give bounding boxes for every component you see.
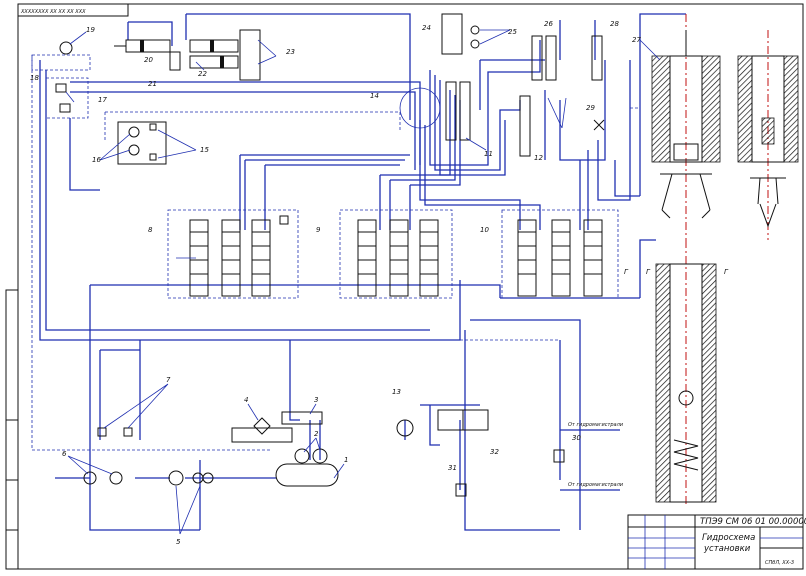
callout-13: 13 (392, 388, 401, 396)
callout-27: 27 (632, 36, 641, 44)
callout-30: 30 (572, 434, 581, 442)
callout-5: 5 (176, 538, 181, 546)
cylinder-section-bottom (655, 240, 717, 505)
stamp-top: ХХХХХХХХ ХХ ХХ ХХ ХХХ (20, 9, 86, 15)
valve-bank-8 (189, 215, 289, 297)
dashed-boundaries (31, 54, 640, 451)
cylinder-12 (519, 95, 531, 157)
callout-19: 19 (86, 26, 95, 34)
valve-bank-10-border (501, 209, 619, 299)
cylinder-20 (114, 39, 171, 53)
hydraulic-lines (39, 13, 686, 531)
callout-8: 8 (148, 226, 153, 234)
callout-22: 22 (198, 70, 207, 78)
pumps-2 (294, 448, 328, 464)
callout-6: 6 (62, 450, 67, 458)
distributor-32 (437, 409, 489, 431)
callout-11: 11 (484, 150, 493, 158)
pumps-6 (83, 471, 123, 485)
callout-29: 29 (586, 104, 595, 112)
cylinder-13 (445, 81, 471, 141)
callout-15: 15 (200, 146, 209, 154)
callout-12: 12 (534, 154, 543, 162)
distributor-21 (169, 51, 181, 71)
callout-4: 4 (244, 396, 248, 404)
valve-bank-9 (357, 219, 439, 297)
callout-26: 26 (544, 20, 553, 28)
section-arrow-left: Г (624, 268, 629, 276)
callout-25: 25 (508, 28, 517, 36)
callout-numbers: 1 2 3 4 5 6 7 8 9 10 11 12 13 14 15 16 1… (30, 20, 641, 546)
valve-bank-9-border (339, 209, 453, 299)
throttle-29 (593, 119, 605, 131)
motor-19 (59, 41, 73, 55)
callout-23: 23 (286, 48, 295, 56)
callout-18: 18 (30, 74, 39, 82)
accumulators-5 (168, 470, 214, 486)
title-line-1: Гидросхема (702, 533, 755, 543)
leader-lines (65, 29, 661, 535)
pump-block-15-16 (117, 121, 167, 165)
callout-24: 24 (422, 24, 431, 32)
callout-14: 14 (370, 92, 379, 100)
block-17 (55, 83, 71, 113)
callout-2: 2 (314, 430, 319, 438)
gripper-section-b (737, 30, 799, 240)
section-arrow-right: Г (724, 268, 729, 276)
callout-10: 10 (480, 226, 489, 234)
group-code: СПбЛ, ХХ-3 (765, 560, 794, 566)
title-line-2: установки (703, 544, 751, 554)
filter-4 (231, 417, 293, 443)
gauge-33 (396, 419, 414, 437)
callout-32: 32 (490, 448, 499, 456)
tank-1 (275, 463, 339, 487)
callout-16: 16 (92, 156, 101, 164)
callout-9: 9 (316, 226, 321, 234)
pressure-in-label: От гидромагистрали (568, 422, 624, 428)
valve-30 (553, 449, 565, 463)
cylinder-26 (531, 35, 557, 81)
section-arrow-mid: Г (646, 268, 651, 276)
title-block (627, 514, 804, 570)
callout-7: 7 (166, 376, 171, 384)
valve-3 (281, 411, 323, 425)
detail-callout-14 (399, 87, 441, 129)
callout-1: 1 (344, 456, 348, 464)
pressure-out-label: От гидромагистрали (568, 482, 624, 488)
callout-17: 17 (98, 96, 107, 104)
callout-31: 31 (448, 464, 457, 472)
valve-bank-8-border (167, 209, 299, 299)
cylinder-28 (591, 35, 603, 81)
valve-bank-10 (517, 219, 603, 297)
callout-28: 28 (610, 20, 619, 28)
gripper-section-27 (651, 14, 721, 240)
valve-31 (455, 483, 467, 497)
valve-24-25 (441, 13, 480, 55)
callout-20: 20 (144, 56, 153, 64)
cylinder-22 (189, 29, 261, 81)
sheet-frame (5, 3, 804, 570)
doc-code: ТПЭ9 СМ 06 01 00.000000 ПГС (700, 517, 806, 527)
callout-21: 21 (148, 80, 157, 88)
pressure-labels (566, 429, 620, 491)
callout-3: 3 (314, 396, 318, 404)
valves-7 (97, 427, 133, 437)
